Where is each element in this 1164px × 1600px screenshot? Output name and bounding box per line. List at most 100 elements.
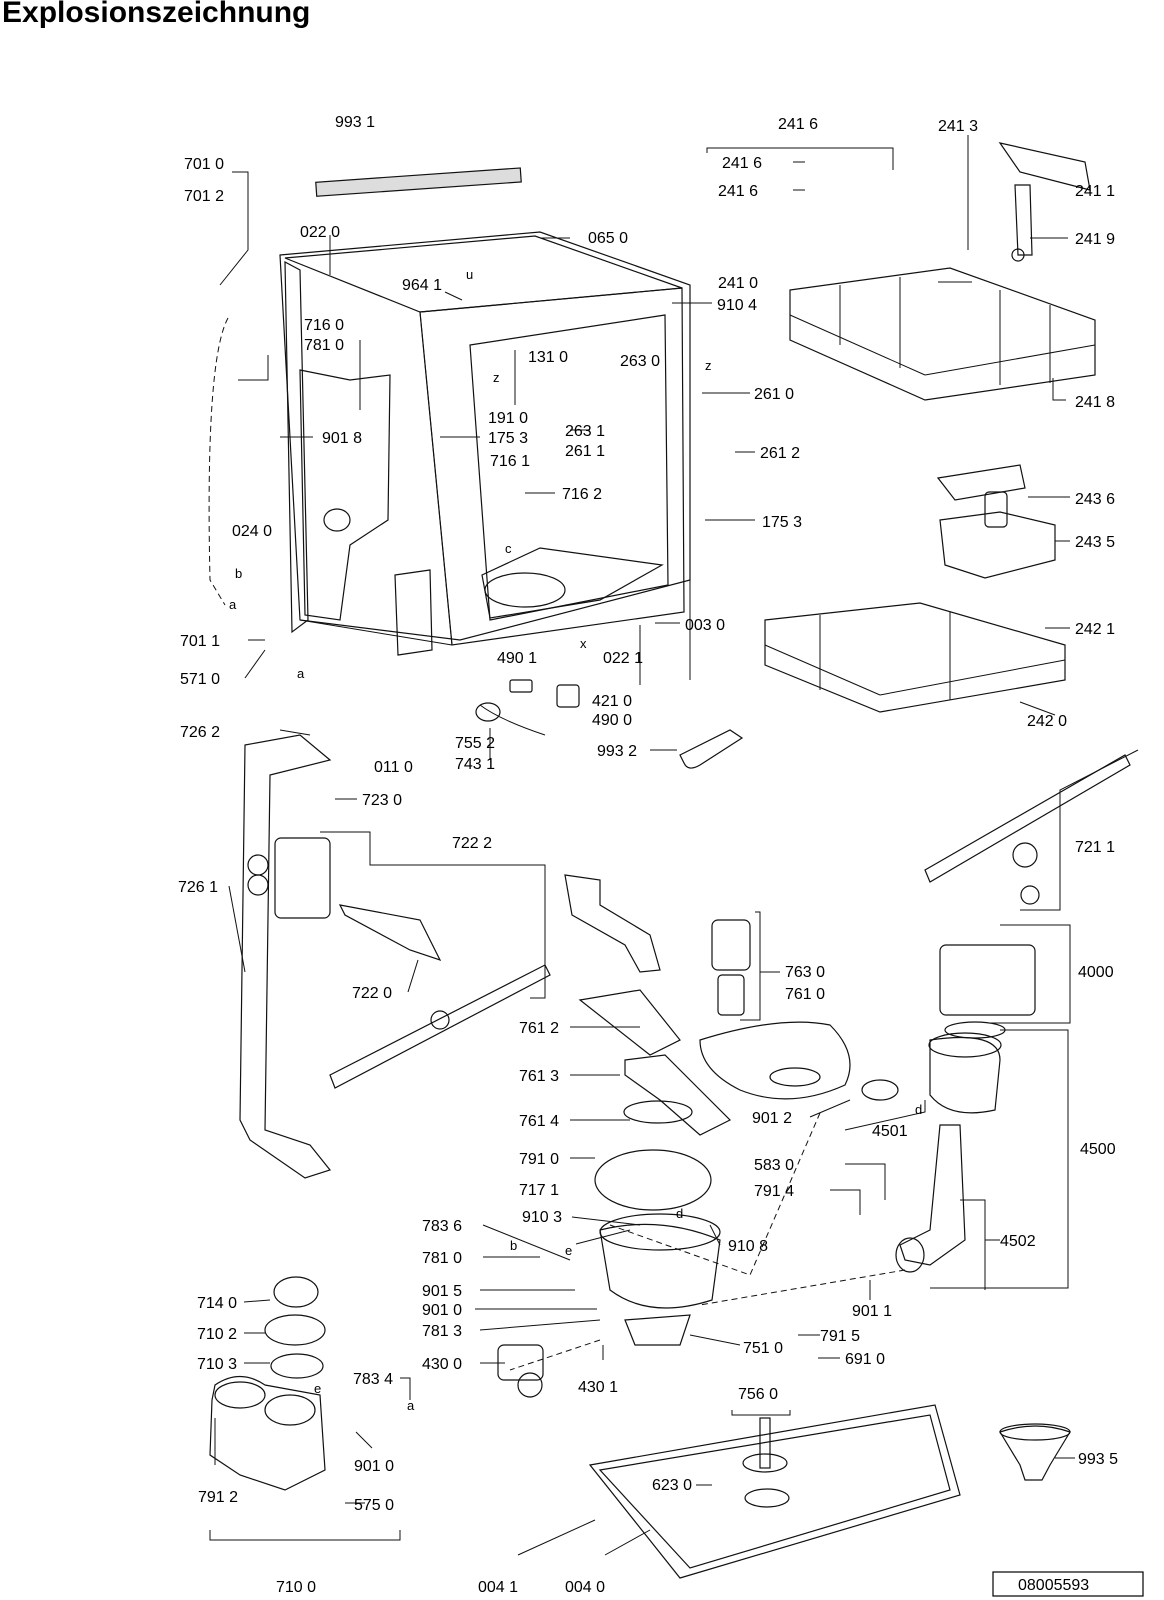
label-781-0-b: 781 0 <box>422 1250 462 1267</box>
cutlery-basket <box>936 464 1056 579</box>
label-781-0: 781 0 <box>304 337 344 354</box>
label-901-0-b: 901 0 <box>354 1458 394 1475</box>
label-241-3: 241 3 <box>938 118 978 135</box>
label-761-2: 761 2 <box>519 1020 559 1037</box>
dashed-guides <box>208 317 906 1371</box>
label-756-0: 756 0 <box>738 1386 778 1403</box>
wrench-tool <box>679 729 744 769</box>
label-783-6: 783 6 <box>422 1218 462 1235</box>
label-4502: 4502 <box>1000 1233 1036 1250</box>
label-751-0: 751 0 <box>743 1340 783 1357</box>
label-131-0: 131 0 <box>528 349 568 366</box>
marker-a: a <box>229 597 237 612</box>
filter-plate <box>623 1054 732 1136</box>
drain-hose-elbow <box>861 1079 966 1273</box>
label-723-0: 723 0 <box>362 792 402 809</box>
lower-spray-arm <box>329 964 551 1089</box>
label-242-0: 242 0 <box>1027 713 1067 730</box>
label-022-0: 022 0 <box>300 224 340 241</box>
label-722-2: 722 2 <box>452 835 492 852</box>
label-575-0: 575 0 <box>354 1497 394 1514</box>
label-901-5: 901 5 <box>422 1283 462 1300</box>
label-714-0: 714 0 <box>197 1295 237 1312</box>
label-726-2: 726 2 <box>180 724 220 741</box>
label-4500: 4500 <box>1080 1141 1116 1158</box>
label-993-1: 993 1 <box>335 114 375 131</box>
label-755-2: 755 2 <box>455 735 495 752</box>
label-791-4: 791 4 <box>754 1183 794 1200</box>
marker-a: a <box>407 1398 415 1413</box>
label-763-0: 763 0 <box>785 964 825 981</box>
callout-labels: 993 1 701 0 701 2 022 0 065 0 964 1 910 … <box>178 114 1118 1596</box>
marker-z: z <box>705 358 712 373</box>
label-430-0: 430 0 <box>422 1356 462 1373</box>
label-761-4: 761 4 <box>519 1113 559 1130</box>
label-263-0: 263 0 <box>620 353 660 370</box>
label-901-8: 901 8 <box>322 430 362 447</box>
label-4501: 4501 <box>872 1123 908 1140</box>
label-241-9: 241 9 <box>1075 231 1115 248</box>
label-623-0: 623 0 <box>652 1477 692 1494</box>
label-964-1: 964 1 <box>402 277 442 294</box>
water-softener <box>209 1276 326 1491</box>
marker-x: x <box>580 636 587 651</box>
label-241-0: 241 0 <box>718 275 758 292</box>
label-571-0: 571 0 <box>180 671 220 688</box>
page-title: Explosionszeichnung <box>2 0 311 29</box>
label-726-1: 726 1 <box>178 879 218 896</box>
label-993-5: 993 5 <box>1078 1451 1118 1468</box>
label-011-0: 011 0 <box>374 759 413 776</box>
tub-cabinet <box>279 231 691 685</box>
label-241-1: 241 1 <box>1075 183 1115 200</box>
label-241-8: 241 8 <box>1075 394 1115 411</box>
label-701-1: 701 1 <box>180 633 220 650</box>
label-901-0: 901 0 <box>422 1302 462 1319</box>
heater <box>497 1344 544 1398</box>
label-490-1: 490 1 <box>497 650 537 667</box>
label-901-1: 901 1 <box>852 1303 892 1320</box>
label-701-2: 701 2 <box>184 188 224 205</box>
label-004-1: 004 1 <box>478 1579 518 1596</box>
label-261-1: 261 1 <box>565 443 605 460</box>
filter-group <box>699 919 851 1100</box>
label-910-3: 910 3 <box>522 1209 562 1226</box>
marker-b: b <box>510 1238 517 1253</box>
label-241-6-b: 241 6 <box>722 155 762 172</box>
riser-tube <box>239 734 332 1179</box>
label-791-0: 791 0 <box>519 1151 559 1168</box>
letter-markers: a b a u z z c x d d b e e a <box>229 267 922 1413</box>
label-175-3-a: 175 3 <box>488 430 528 447</box>
label-022-1: 022 1 <box>603 650 643 667</box>
label-710-3: 710 3 <box>197 1356 237 1373</box>
document-number: 08005593 <box>1018 1577 1089 1594</box>
leader-lines <box>209 135 1139 1556</box>
label-263-1: 263 1 <box>565 423 605 440</box>
label-717-1: 717 1 <box>519 1182 559 1199</box>
label-901-2: 901 2 <box>752 1110 792 1127</box>
label-243-6: 243 6 <box>1075 491 1115 508</box>
label-783-4: 783 4 <box>353 1371 393 1388</box>
label-993-2: 993 2 <box>597 743 637 760</box>
label-791-2: 791 2 <box>198 1489 238 1506</box>
label-242-1: 242 1 <box>1075 621 1115 638</box>
label-261-0: 261 0 <box>754 386 794 403</box>
motor-unit <box>939 944 1036 1039</box>
document-number-box: 08005593 <box>992 1571 1144 1597</box>
upper-spray-arm <box>924 754 1131 905</box>
label-910-8: 910 8 <box>728 1238 768 1255</box>
top-cover-strip <box>315 167 522 197</box>
label-421-0: 421 0 <box>592 693 632 710</box>
label-241-6-c: 241 6 <box>718 183 758 200</box>
label-191-0: 191 0 <box>488 410 528 427</box>
marker-a: a <box>297 666 305 681</box>
marker-e: e <box>565 1243 572 1258</box>
label-175-3-b: 175 3 <box>762 514 802 531</box>
label-583-0: 583 0 <box>754 1157 794 1174</box>
label-241-6-a: 241 6 <box>778 116 818 133</box>
label-701-0: 701 0 <box>184 156 224 173</box>
marker-d: d <box>915 1102 922 1117</box>
label-910-4: 910 4 <box>717 297 757 314</box>
label-490-0: 490 0 <box>592 712 632 729</box>
label-716-0: 716 0 <box>304 317 344 334</box>
label-065-0: 065 0 <box>588 230 628 247</box>
